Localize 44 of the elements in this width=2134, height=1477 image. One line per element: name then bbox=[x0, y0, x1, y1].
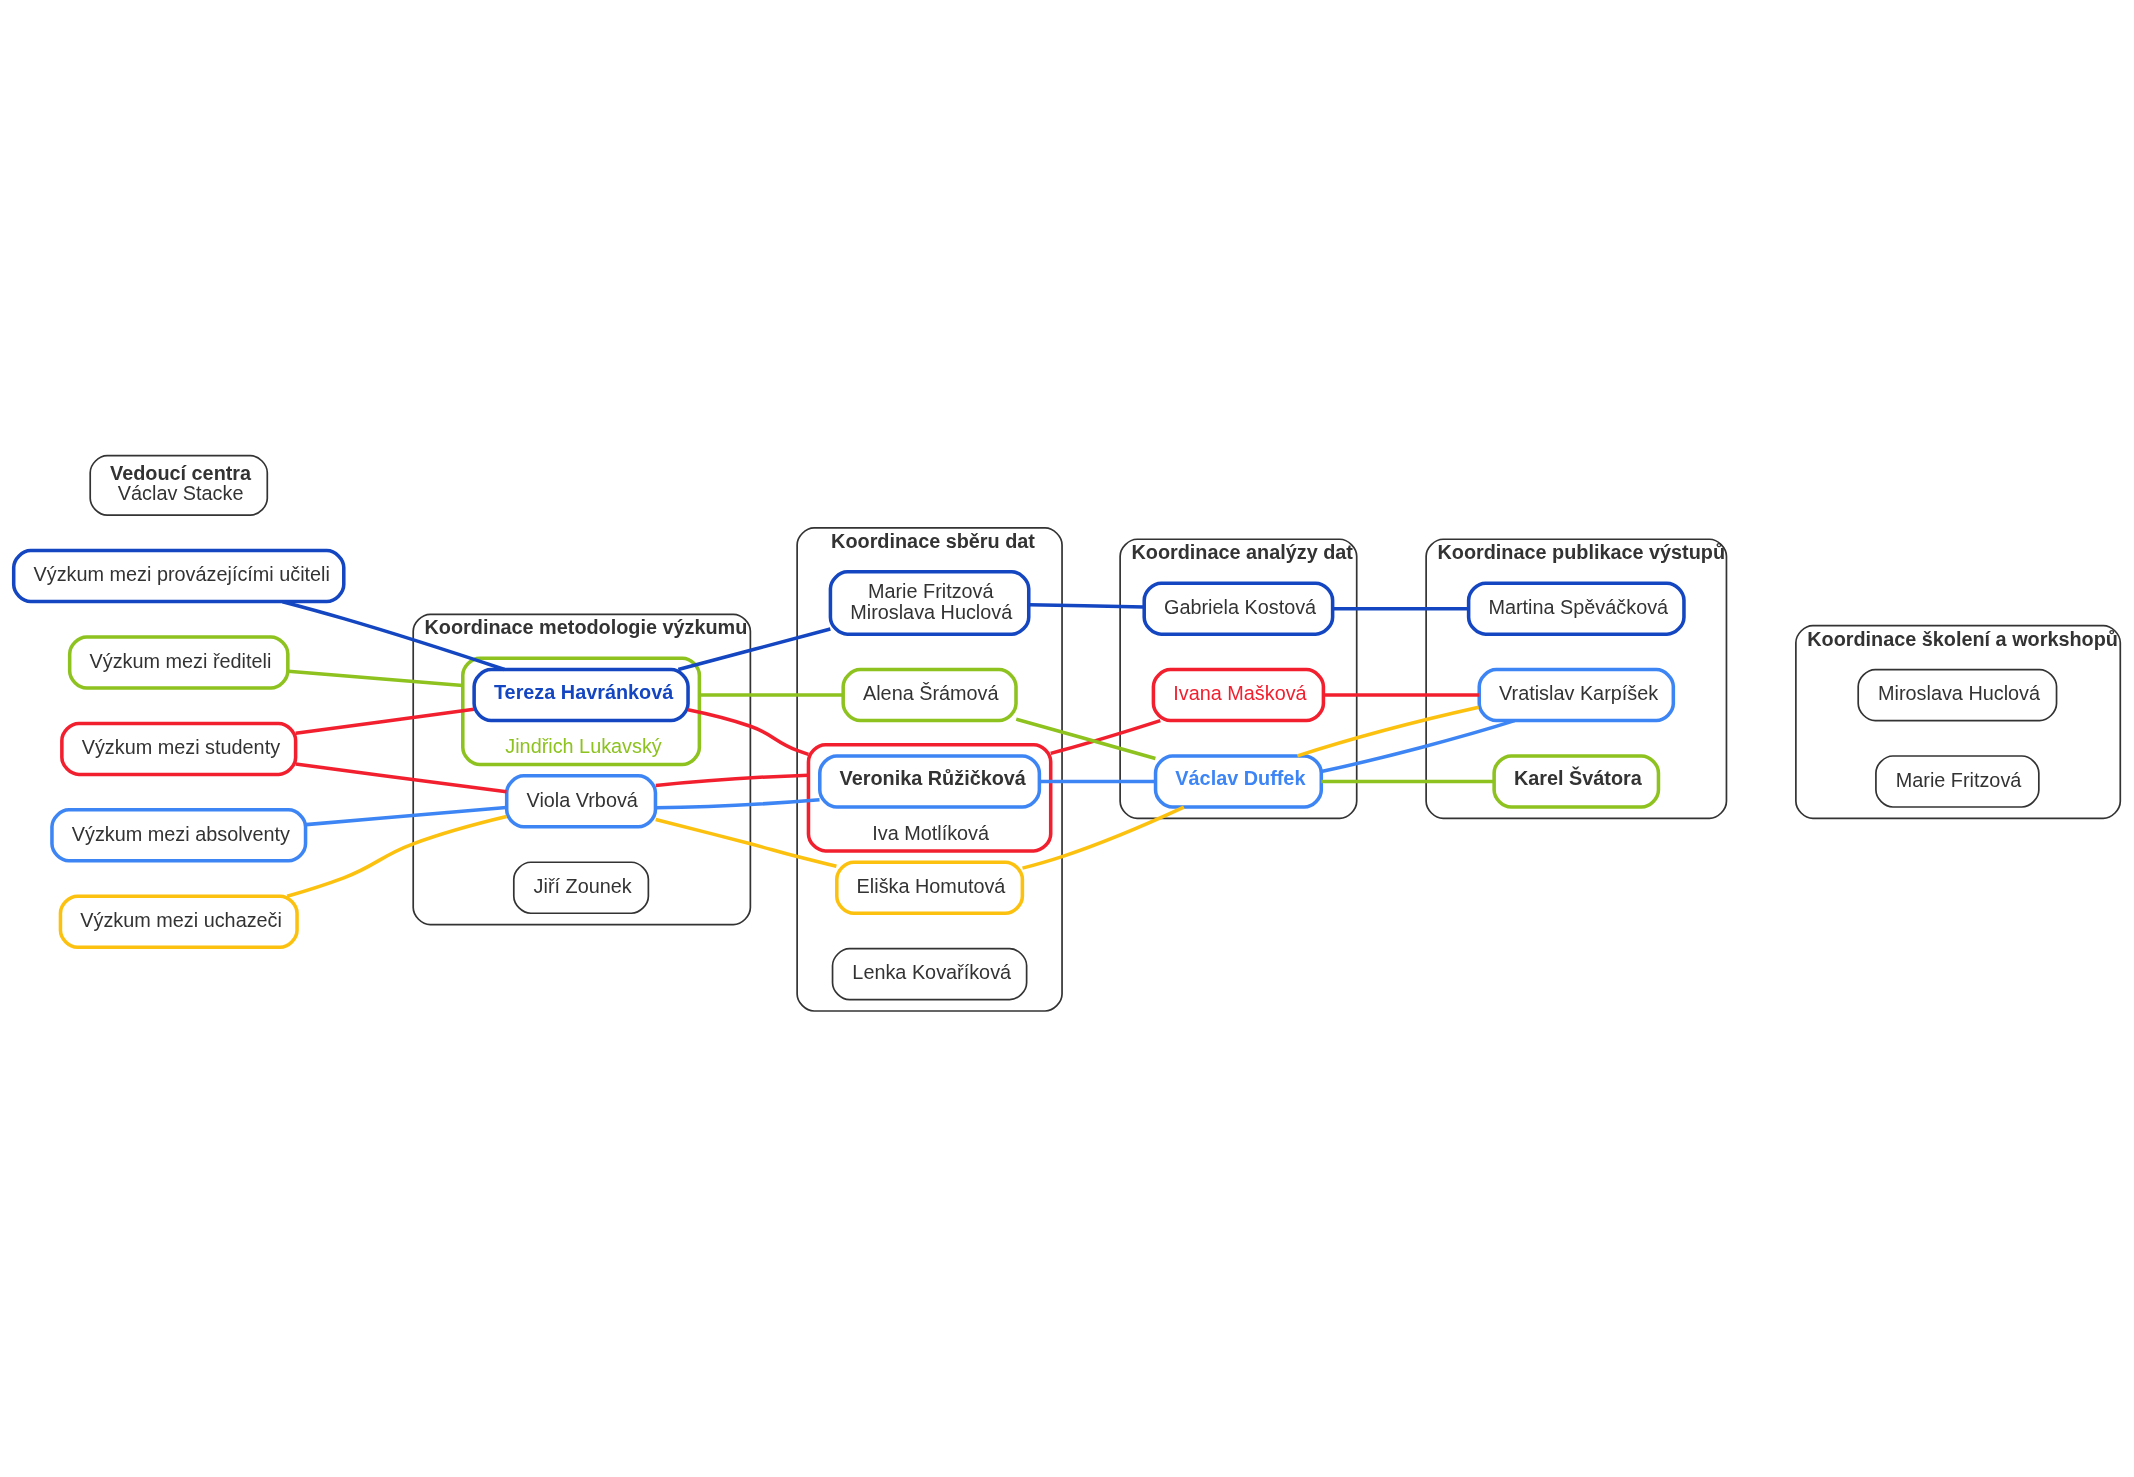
connector bbox=[1323, 692, 1480, 697]
connector bbox=[1321, 779, 1494, 783]
connector bbox=[286, 814, 507, 898]
connector bbox=[677, 626, 831, 671]
node-box: Ivana Mašková bbox=[1151, 667, 1326, 722]
connector bbox=[1015, 716, 1156, 760]
connector bbox=[1320, 718, 1516, 773]
connector bbox=[295, 707, 475, 735]
connector bbox=[655, 772, 809, 787]
node-box: Výzkum mezi provázejícími učiteli bbox=[11, 548, 346, 603]
connector bbox=[655, 817, 837, 868]
node-box: Martina Spěváčková bbox=[1466, 580, 1686, 636]
connector bbox=[655, 797, 820, 810]
node-box: Karel Švátora bbox=[1492, 753, 1661, 809]
node-box: Vratislav Karpíšek bbox=[1477, 667, 1676, 722]
node-box: Tereza Havránková bbox=[472, 667, 690, 722]
node-box: Vedoucí centra Václav Stacke bbox=[89, 454, 269, 516]
connector bbox=[1029, 602, 1145, 609]
node-box: Lenka Kovaříková bbox=[831, 947, 1028, 1000]
connector bbox=[288, 669, 463, 687]
node-box: Alena Šrámová bbox=[841, 667, 1018, 722]
connector bbox=[1039, 779, 1156, 783]
connector bbox=[699, 692, 843, 697]
node-box: Viola Vrbová bbox=[504, 773, 658, 829]
node-box: Výzkum mezi absolventy bbox=[50, 807, 308, 863]
node-box: Václav Duffek bbox=[1153, 753, 1324, 809]
connector bbox=[295, 761, 507, 793]
node-box: Gabriela Kostová bbox=[1142, 580, 1335, 636]
connector bbox=[305, 805, 507, 826]
node-box: Marie Fritzová Miroslava Huclová bbox=[828, 569, 1031, 636]
connector bbox=[1050, 718, 1161, 755]
node-box: Eliška Homutová bbox=[835, 860, 1025, 915]
connector bbox=[1296, 705, 1480, 758]
connector bbox=[1332, 606, 1469, 610]
node-box: Miroslava Huclová bbox=[1857, 668, 2058, 721]
node-box: Marie Fritzová bbox=[1875, 754, 2040, 808]
connector bbox=[687, 707, 809, 756]
node-box: Výzkum mezi řediteli bbox=[67, 634, 290, 690]
node-box: Výzkum mezi studenty bbox=[60, 721, 298, 776]
node-box: Jiří Zounek bbox=[512, 860, 650, 914]
node-box: Výzkum mezi uchazeči bbox=[58, 894, 299, 949]
node-box: Veronika Růžičková bbox=[818, 753, 1042, 809]
connector bbox=[1022, 805, 1185, 870]
connector bbox=[282, 599, 506, 671]
